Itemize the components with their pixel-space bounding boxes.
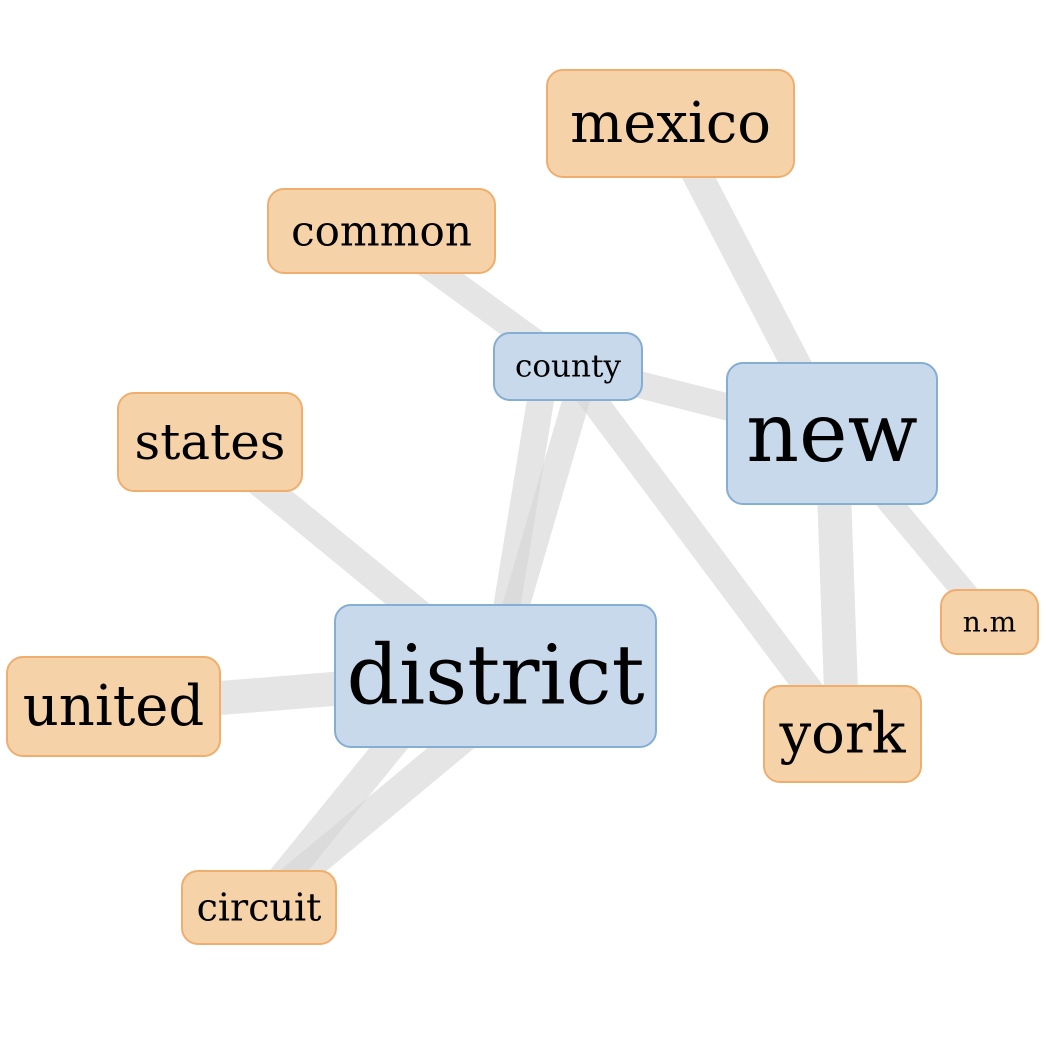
node-county: county xyxy=(493,332,643,401)
node-common: common xyxy=(267,188,496,274)
node-label-york: york xyxy=(778,702,906,767)
node-label-county: county xyxy=(515,349,621,385)
node-district: district xyxy=(334,604,657,748)
node-label-states: states xyxy=(135,413,286,471)
node-box-united xyxy=(6,656,221,757)
node-box-states xyxy=(117,392,303,492)
node-united: united xyxy=(6,656,221,757)
node-new: new xyxy=(726,362,938,505)
node-label-mexico: mexico xyxy=(570,91,771,156)
node-box-new xyxy=(726,362,938,505)
node-box-mexico xyxy=(546,69,795,178)
node-box-york xyxy=(763,685,922,783)
node-label-circuit: circuit xyxy=(197,886,322,930)
node-label-new: new xyxy=(746,386,918,481)
node-circuit: circuit xyxy=(181,870,337,945)
node-box-district xyxy=(334,604,657,748)
node-box-nm xyxy=(940,589,1039,655)
node-nm: n.m xyxy=(940,589,1039,655)
node-label-nm: n.m xyxy=(963,606,1016,639)
nodes-layer: mexico common county new states district unite… xyxy=(6,69,1039,945)
node-box-common xyxy=(267,188,496,274)
edges-layer xyxy=(112,116,999,920)
node-york: york xyxy=(763,685,922,783)
node-mexico: mexico xyxy=(546,69,795,178)
node-label-common: common xyxy=(291,207,472,256)
node-label-district: district xyxy=(346,629,644,724)
node-box-county xyxy=(493,332,643,401)
node-states: states xyxy=(117,392,303,492)
edge-county-york xyxy=(557,358,854,743)
node-label-united: united xyxy=(23,674,205,739)
node-box-circuit xyxy=(181,870,337,945)
